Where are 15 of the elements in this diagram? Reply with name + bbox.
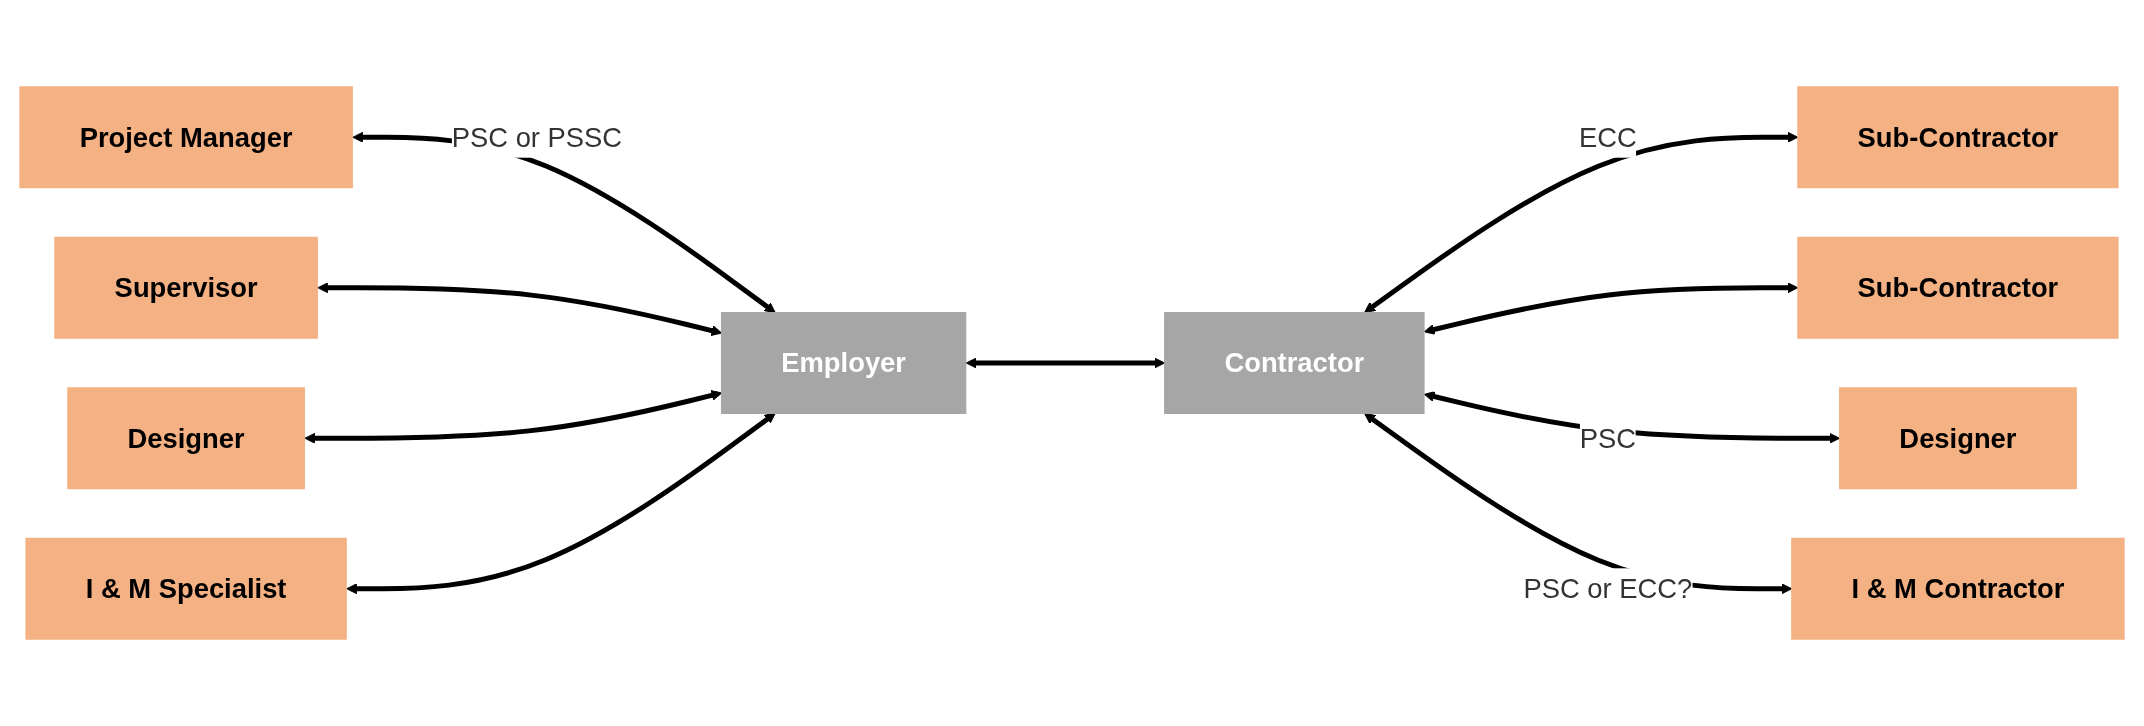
node-box: Project Manager — [19, 86, 353, 189]
edge-label: PSC or PSSC — [451, 121, 623, 153]
node-box: Designer — [67, 387, 305, 490]
node-box: Employer — [720, 312, 967, 414]
node-box: Contractor — [1164, 312, 1425, 414]
arrow — [346, 412, 776, 595]
node-box: Supervisor — [54, 236, 318, 339]
edge-label: PSC — [1579, 422, 1637, 454]
node-box: I & M Contractor — [1791, 537, 2125, 640]
node-box: Sub-Contractor — [1797, 236, 2119, 339]
node-box: I & M Specialist — [25, 537, 347, 640]
edge-label: ECC — [1579, 121, 1637, 153]
node-box: Sub-Contractor — [1797, 86, 2119, 189]
node-box: Designer — [1839, 387, 2077, 490]
edge-label: PSC or ECC? — [1523, 573, 1693, 605]
